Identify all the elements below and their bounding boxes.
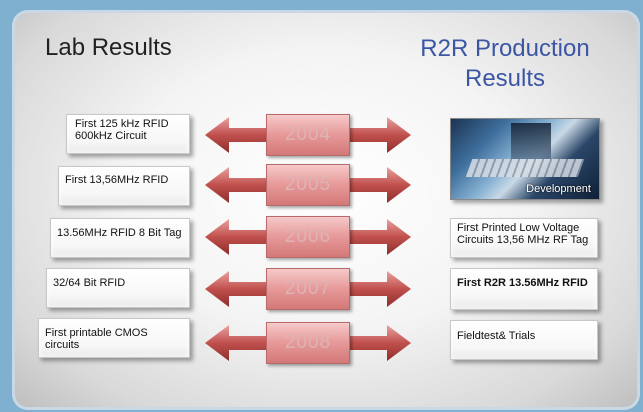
year-label: 2008 — [284, 332, 332, 353]
year-box-2005 — [266, 164, 350, 206]
year-label: 2006 — [284, 226, 332, 247]
roll-strip-shape — [465, 159, 585, 177]
machine-shape — [511, 123, 551, 159]
year-label: 2005 — [284, 174, 332, 195]
production-result-2008: Fieldtest& Trials — [450, 320, 598, 360]
lab-results-heading: Lab Results — [45, 34, 172, 61]
lab-result-2005: First 13,56MHz RFID — [58, 166, 190, 206]
year-box-2007 — [266, 268, 350, 310]
year-label: 2004 — [284, 124, 332, 145]
lab-result-2004: First 125 kHz RFID 600kHz Circuit — [66, 114, 190, 154]
production-results-heading: R2R Production Results — [420, 35, 590, 92]
production-result-2007: First R2R 13.56MHz RFID — [450, 268, 598, 310]
year-box-2006 — [266, 216, 350, 258]
production-result-2006: First Printed Low Voltage Circuits 13,56… — [450, 218, 598, 258]
year-box-2008 — [266, 322, 350, 364]
year-box-2004 — [266, 114, 350, 156]
lab-result-2008: First printable CMOS circuits — [38, 318, 190, 358]
lab-result-2007: 32/64 Bit RFID — [46, 268, 190, 308]
photo-caption: Development — [526, 183, 591, 195]
development-photo: Development — [450, 118, 600, 200]
year-label: 2007 — [284, 278, 332, 299]
lab-result-2006: 13.56MHz RFID 8 Bit Tag — [50, 218, 190, 258]
